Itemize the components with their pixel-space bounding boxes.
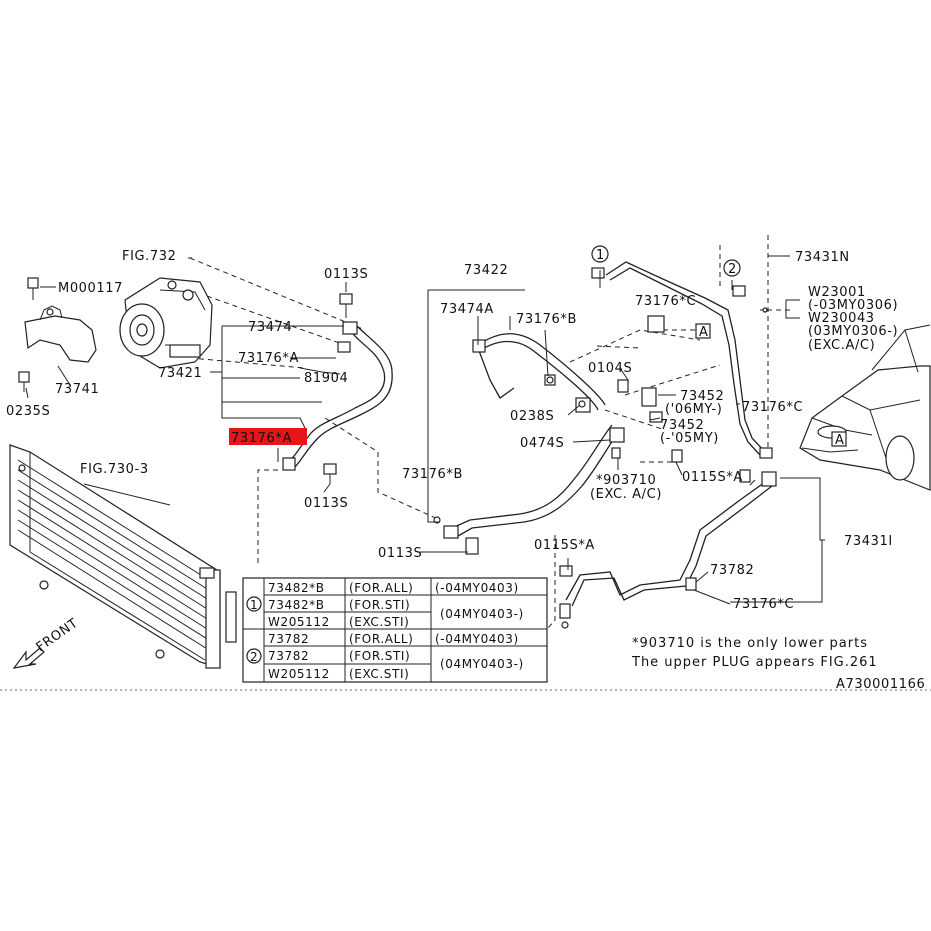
table-cond: (FOR.STI): [349, 649, 410, 663]
label-903710-note: (EXC. A/C): [590, 487, 662, 502]
label-73176c-right[interactable]: 73176*C: [742, 400, 803, 415]
label-73431i[interactable]: 73431I: [844, 534, 893, 549]
table-cond: (FOR.STI): [349, 598, 410, 612]
label-73782[interactable]: 73782: [710, 563, 754, 578]
label-fig-730-3[interactable]: FIG.730-3: [80, 462, 149, 477]
part-labels: FIG.732 M000117 73741 0235S 0113S 73474 …: [6, 249, 898, 612]
label-w230043-note: (03MY0306-): [808, 324, 898, 339]
table-part[interactable]: 73782: [268, 649, 309, 663]
label-exc-ac: (EXC.A/C): [808, 338, 875, 353]
highlight-box: [229, 428, 307, 445]
diagram-id: A730001166: [836, 677, 925, 692]
dashed-guides: [189, 235, 790, 629]
notes: *903710 is the only lower parts The uppe…: [631, 636, 878, 670]
label-0235s[interactable]: 0235S: [6, 404, 50, 419]
box-a-left-label: A: [699, 325, 709, 340]
label-73422[interactable]: 73422: [464, 263, 508, 278]
label-w230043[interactable]: W230043: [808, 311, 875, 326]
label-73474[interactable]: 73474: [248, 320, 292, 335]
label-73474a[interactable]: 73474A: [440, 302, 494, 317]
table-group-1-circle: [246, 596, 262, 612]
parts-table: 1 2 73482*B (FOR.ALL) (-04MY0403) 73482*…: [242, 577, 548, 683]
label-0115sa-low[interactable]: 0115S*A: [534, 538, 595, 553]
table-cond: (FOR.ALL): [349, 632, 413, 646]
table-cond: (EXC.STI): [349, 667, 409, 681]
car-illustration: [799, 324, 931, 491]
callout-2: 2: [728, 262, 737, 277]
front-arrow-icon: [12, 647, 45, 669]
label-73176c-low[interactable]: 73176*C: [733, 597, 794, 612]
label-81904[interactable]: 81904: [304, 371, 348, 386]
label-0113s-low[interactable]: 0113S: [378, 546, 422, 561]
table-group-2: 2: [250, 650, 258, 664]
pipe-73431n: [591, 261, 773, 459]
label-903710[interactable]: *903710: [596, 473, 656, 488]
label-0113s-top[interactable]: 0113S: [324, 267, 368, 282]
front-arrow: FRONT: [12, 616, 81, 669]
label-73431n[interactable]: 73431N: [795, 250, 850, 265]
table-range: (04MY0403-): [440, 657, 524, 671]
callout-1: 1: [596, 248, 605, 263]
table-part[interactable]: W205112: [268, 667, 330, 681]
note-line-2: The upper PLUG appears FIG.261: [631, 655, 878, 670]
label-0115sa-mid[interactable]: 0115S*A: [682, 470, 743, 485]
label-m000117[interactable]: M000117: [58, 281, 123, 296]
label-w23001[interactable]: W23001: [808, 285, 866, 300]
label-73452-b[interactable]: 73452: [660, 418, 704, 433]
label-fig-732[interactable]: FIG.732: [122, 249, 177, 264]
table-part[interactable]: 73482*B: [268, 598, 325, 612]
table-range: (-04MY0403): [435, 581, 519, 595]
fasteners: [323, 293, 768, 577]
box-a-car-label: A: [835, 433, 845, 448]
label-73452-05my: (-'05MY): [660, 431, 719, 446]
condenser-illustration: [9, 444, 237, 669]
table-range: (-04MY0403): [435, 632, 519, 646]
pipe-73431i: [559, 471, 777, 629]
callout-2-circle: [723, 259, 741, 277]
callout-1-circle: [591, 245, 609, 263]
table-part[interactable]: 73482*B: [268, 581, 325, 595]
label-0104s[interactable]: 0104S: [588, 361, 632, 376]
table-part[interactable]: W205112: [268, 615, 330, 629]
label-73176a-highlight[interactable]: 73176*A: [231, 431, 292, 446]
table-part[interactable]: 73782: [268, 632, 309, 646]
label-73176a[interactable]: 73176*A: [238, 351, 299, 366]
compressor-illustration: [119, 277, 213, 369]
table-cond: (FOR.ALL): [349, 581, 413, 595]
label-73176c-top[interactable]: 73176*C: [635, 294, 696, 309]
label-73421[interactable]: 73421: [158, 366, 202, 381]
box-a-car: [831, 431, 847, 447]
label-0474s[interactable]: 0474S: [520, 436, 564, 451]
table-group-1: 1: [250, 598, 258, 612]
label-73741[interactable]: 73741: [55, 382, 99, 397]
table-group-2-circle: [246, 648, 262, 664]
label-73176b-mid[interactable]: 73176*B: [402, 467, 463, 482]
box-a-left: [695, 323, 711, 339]
label-0238s[interactable]: 0238S: [510, 409, 554, 424]
callouts: 1 2 A A: [591, 245, 847, 448]
hose-73421: [282, 321, 393, 471]
label-73452-06my: ('06MY-): [665, 402, 722, 417]
label-73176b-top[interactable]: 73176*B: [516, 312, 577, 327]
label-0113s-mid[interactable]: 0113S: [304, 496, 348, 511]
note-line-1: *903710 is the only lower parts: [632, 636, 868, 651]
label-73452-a[interactable]: 73452: [680, 389, 724, 404]
label-w23001-note: (-03MY0306): [808, 298, 898, 313]
table-cond: (EXC.STI): [349, 615, 409, 629]
front-label: FRONT: [34, 616, 81, 655]
table-range: (04MY0403-): [440, 607, 524, 621]
bracket-73741: [18, 277, 97, 392]
leader-lines: [25, 255, 825, 605]
